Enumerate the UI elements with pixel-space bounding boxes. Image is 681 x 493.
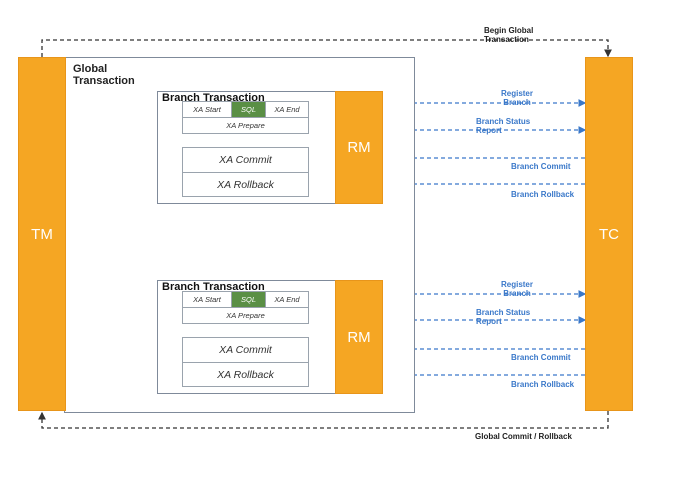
rm-block-2: RM: [335, 280, 383, 394]
global-commit-arrow: [38, 411, 609, 429]
rm-label: RM: [347, 139, 371, 156]
tm-label: TM: [31, 225, 53, 243]
xa-rollback-cell: XA Rollback: [182, 172, 309, 197]
branch-status-label-1: Branch Status Report: [476, 117, 531, 135]
tc-block: TC: [585, 57, 633, 411]
xa-start-cell: XA Start: [182, 291, 232, 308]
sql-cell: SQL: [231, 101, 266, 118]
global-transaction-label: Global Transaction: [73, 63, 135, 87]
register-branch-label-1: Register Branch: [500, 89, 533, 107]
branch-rollback-label-1: Branch Rollback: [511, 190, 575, 199]
xa-prepare-cell: XA Prepare: [182, 117, 309, 134]
global-commit-rollback-label: Global Commit / Rollback: [475, 432, 572, 441]
xa-commit-cell: XA Commit: [182, 147, 309, 173]
begin-global-arrow: [41, 39, 612, 58]
tm-block: TM: [18, 57, 66, 411]
xa-start-cell: XA Start: [182, 101, 232, 118]
xa-end-cell: XA End: [265, 101, 309, 118]
branch-rollback-label-2: Branch Rollback: [511, 380, 575, 389]
register-branch-label-2: Register Branch: [500, 280, 533, 298]
rm-label: RM: [347, 328, 371, 346]
xa-rollback-cell: XA Rollback: [182, 362, 309, 387]
branch-commit-label-1: Branch Commit: [511, 162, 571, 171]
branch-commit-label-2: Branch Commit: [511, 353, 571, 362]
branch-transaction-box-1: Branch Transaction XA Start SQL XA End X…: [157, 91, 383, 204]
xa-commit-cell: XA Commit: [182, 337, 309, 363]
begin-global-label: Begin Global Transaction: [484, 26, 534, 44]
branch-status-label-2: Branch Status Report: [476, 308, 531, 326]
xa-prepare-cell: XA Prepare: [182, 307, 309, 324]
xa-end-cell: XA End: [265, 291, 309, 308]
tc-label: TC: [599, 225, 619, 243]
sql-cell: SQL: [231, 291, 266, 308]
branch-transaction-title: Branch Transaction: [162, 281, 265, 293]
rm-block-1: RM: [335, 91, 383, 204]
